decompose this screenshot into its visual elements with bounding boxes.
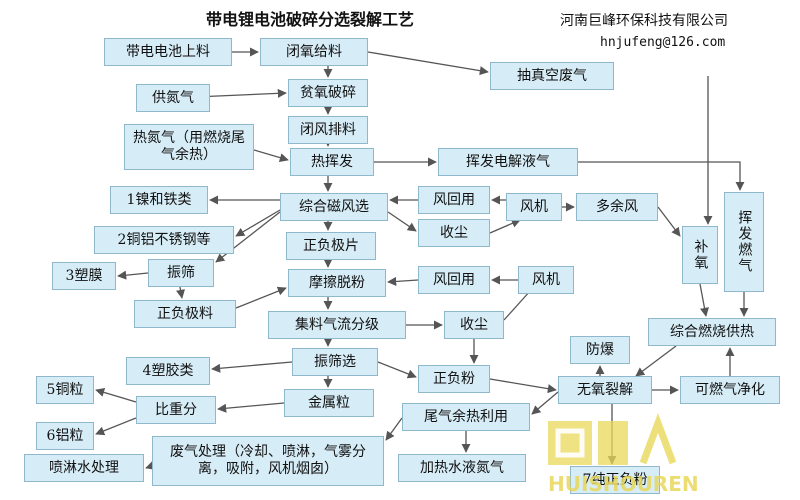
node-air-reuse-1: 风回用	[418, 186, 490, 214]
watermark-wordmark: HUISHOUREN	[548, 472, 699, 496]
flow-arrow	[95, 387, 137, 403]
flow-arrow	[385, 417, 403, 441]
node-low-oxygen-crushing: 贫氧破碎	[288, 79, 368, 107]
watermark-text: HUISHOUREN	[548, 472, 699, 496]
flow-arrow	[657, 206, 681, 237]
node-combustible-gas-purification: 可燃气净化	[680, 376, 780, 404]
node-nickel-iron: 1镍和铁类	[110, 186, 208, 214]
flow-arrow	[217, 402, 285, 413]
node-oxygen-free-feeding: 闭氧给料	[260, 38, 368, 66]
flow-arrow	[145, 461, 156, 470]
node-nitrogen-supply: 供氮气	[136, 84, 210, 112]
flow-arrow	[489, 378, 557, 394]
node-fan-1: 风机	[506, 193, 562, 221]
diagram-title: 带电锂电池破碎分选裂解工艺	[205, 10, 414, 29]
node-excess-air: 多余风	[576, 193, 658, 221]
node-gravity-separation: 比重分	[136, 396, 216, 424]
node-magnetic-wind-separation: 综合磁风选	[280, 193, 388, 221]
node-plastic-film: 3塑膜	[52, 262, 116, 290]
flow-arrow	[699, 283, 709, 317]
node-exhaust-treatment: 废气处理（冷却、喷淋，气雾分离，吸附，风机烟囱）	[152, 436, 384, 486]
node-copper-granules: 5铜粒	[36, 376, 94, 404]
flow-arrow	[489, 219, 521, 234]
node-plastic-rubber: 4塑胶类	[126, 357, 210, 385]
node-thermal-volatilization: 热挥发	[290, 148, 374, 176]
flow-arrow	[531, 391, 559, 415]
node-tail-gas-heat-recovery: 尾气余热利用	[402, 403, 530, 431]
node-electrolyte-vapor: 挥发电解液气	[438, 148, 578, 176]
watermark-logo	[548, 413, 677, 465]
company-email: hnjufeng@126.com	[600, 35, 726, 50]
flow-arrow	[176, 286, 186, 299]
node-screening-separation: 振筛选	[292, 348, 378, 376]
flow-arrow	[117, 270, 149, 280]
node-combustion-heating: 综合燃烧供热	[648, 318, 776, 346]
node-electrode-powder: 正负粉	[418, 365, 490, 393]
flow-arrow	[253, 149, 289, 163]
node-explosion-proof: 防爆	[570, 336, 630, 364]
node-electrode-sheets: 正负极片	[286, 232, 376, 260]
node-volatile-fuel-gas: 挥发燃气	[724, 192, 764, 292]
flow-arrow	[377, 361, 417, 379]
flow-arrow	[211, 361, 293, 373]
node-metal-granules: 金属粒	[284, 389, 374, 417]
node-heated-water-nitrogen: 加热水液氮气	[398, 454, 526, 482]
company-name: 河南巨峰环保科技有限公司	[560, 13, 728, 29]
flow-arrow	[367, 51, 489, 76]
node-dust-collection-1: 收尘	[418, 219, 490, 247]
node-friction-powder-removal: 摩擦脱粉	[288, 269, 386, 297]
node-electrode-material: 正负极料	[134, 300, 236, 328]
flow-arrow	[387, 276, 419, 286]
node-aluminum-granules: 6铝粒	[36, 422, 94, 450]
node-hot-nitrogen: 热氮气（用燃烧尾气余热）	[124, 124, 254, 170]
node-vibrating-screen-1: 振筛	[148, 259, 214, 287]
node-battery-loading: 带电电池上料	[104, 38, 232, 66]
node-oxygen-supplement: 补氧	[682, 226, 718, 284]
node-anaerobic-pyrolysis: 无氧裂解	[558, 376, 652, 404]
flow-arrow	[635, 345, 677, 377]
node-air-reuse-2: 风回用	[418, 266, 490, 294]
node-dust-collection-2: 收尘	[444, 311, 504, 339]
flow-arrow	[235, 209, 281, 237]
flow-arrow	[578, 161, 745, 191]
node-pure-electrode-powder: 7纯正负粉	[570, 466, 660, 494]
node-vacuum-exhaust: 抽真空废气	[490, 62, 614, 90]
node-spray-water-treatment: 喷淋水处理	[24, 454, 144, 482]
flow-arrow	[95, 417, 137, 436]
flow-arrow	[387, 211, 417, 232]
flow-arrow	[235, 286, 287, 309]
node-airflow-classification: 集料气流分级	[268, 311, 406, 339]
node-fan-2: 风机	[518, 266, 574, 294]
node-copper-aluminum-steel: 2铜铝不锈钢等	[94, 226, 234, 254]
node-closed-air-discharge: 闭风排料	[288, 116, 368, 144]
